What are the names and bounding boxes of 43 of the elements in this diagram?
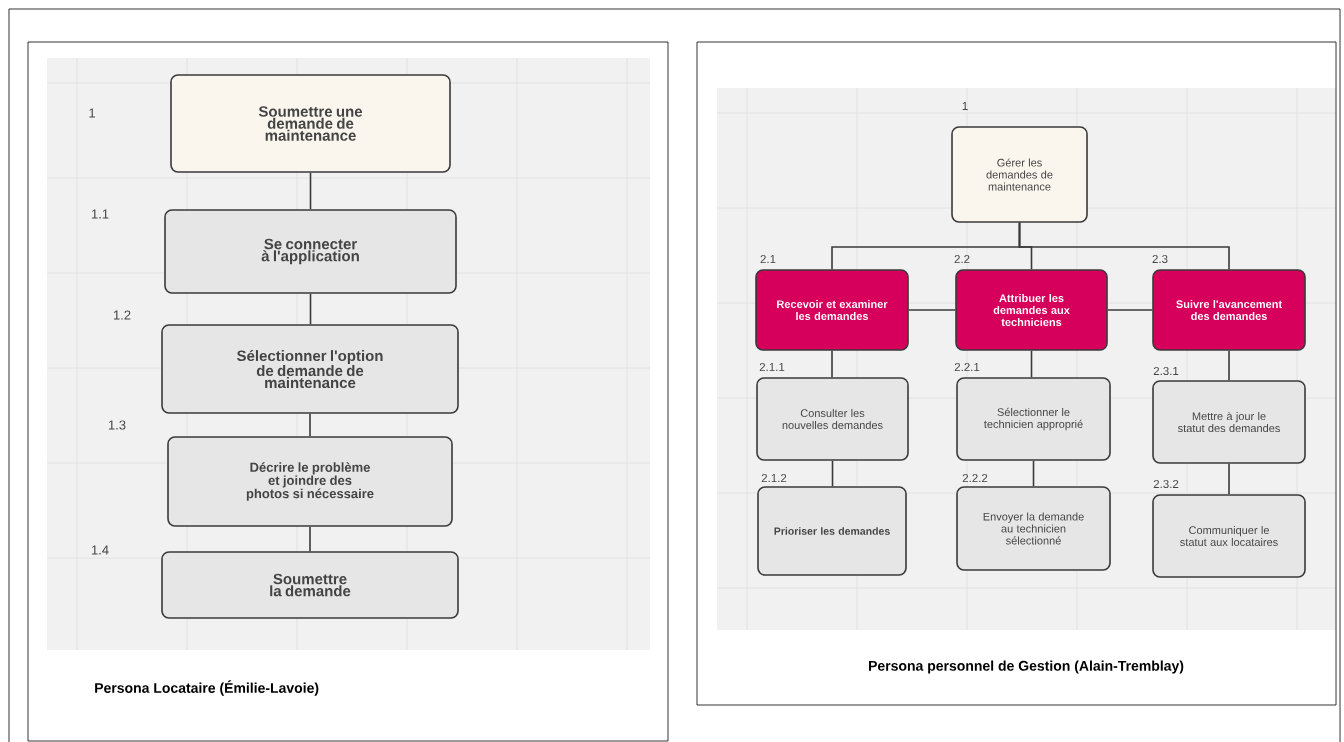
step-number: 1: [89, 108, 95, 118]
step-number: 1.1: [91, 209, 109, 219]
step-number: 2.2.2: [962, 474, 988, 482]
step-box: Se connecter à l'application: [164, 209, 457, 294]
step-box: Envoyer la demande au technicien sélectionné: [956, 486, 1111, 571]
connector-line: [309, 413, 311, 437]
connector-line: [309, 526, 311, 552]
step-box: Soumettre la demande: [161, 551, 459, 619]
step-number: 2.3.2: [1153, 479, 1179, 489]
goal-box: Gérer les demandes de maintenance: [951, 126, 1088, 223]
connector-line: [309, 172, 312, 210]
connector-line: [831, 460, 834, 487]
connector-line: [309, 293, 312, 325]
connector-line: [908, 309, 956, 311]
connector-line: [1032, 460, 1035, 487]
connector-line: [1018, 222, 1230, 270]
step-box: Mettre à jour le statut des demandes: [1152, 380, 1306, 464]
task-box: Attribuer les demandes aux techniciens: [955, 269, 1108, 351]
step-box: Prioriser les demandes: [757, 486, 907, 576]
step-number: 2.3.1: [1153, 366, 1179, 376]
step-number: 2.1.2: [761, 474, 787, 482]
connector-line: [831, 350, 833, 378]
step-number: 1.4: [91, 545, 109, 555]
goal-box: Soumettre une demande de maintenance: [170, 74, 451, 173]
step-number: 1.2: [113, 310, 131, 320]
step-box: Communiquer le statut aux locataires: [1152, 494, 1306, 578]
step-number: 2.3: [1152, 254, 1168, 264]
task-box: Recevoir et examiner les demandes: [755, 269, 909, 351]
step-box: Décrire le problème et joindre des photos si nécessaire: [167, 436, 453, 527]
step-number: 2.1.1: [759, 363, 785, 371]
connector-line: [1228, 350, 1230, 381]
step-box: Consulter les nouvelles demandes: [756, 377, 909, 461]
step-number: 1.3: [108, 420, 126, 430]
connector-line: [1228, 463, 1230, 495]
task-box: Suivre l'avancement des demandes: [1152, 269, 1306, 351]
connector-line: [1107, 309, 1153, 311]
step-number: 2.2: [954, 255, 970, 263]
step-number: 2.1: [760, 255, 776, 263]
step-box: Sélectionner l'option de demande de maintenance: [161, 324, 459, 414]
step-box: Sélectionner le technicien approprié: [956, 377, 1111, 461]
step-number: 1: [962, 102, 968, 110]
connector-line: [1030, 350, 1033, 378]
step-number: 2.2.1: [954, 363, 980, 371]
